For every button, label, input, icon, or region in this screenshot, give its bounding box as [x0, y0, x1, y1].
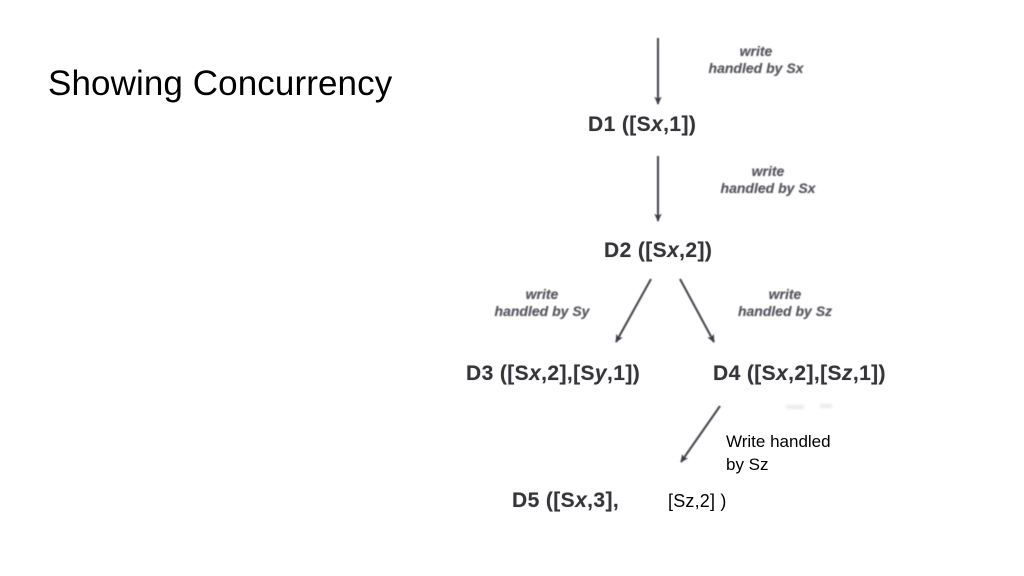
edge-label-d2-to-d4: write handled by Sz — [700, 286, 870, 320]
scan-artifact — [820, 404, 832, 408]
edge-label-line2: handled by Sx — [708, 60, 804, 76]
node-d5: D5 ([Sx,3], — [512, 489, 619, 513]
node-d3: D3 ([Sx,2],[Sy,1]) — [466, 362, 640, 386]
page-title: Showing Concurrency — [48, 64, 393, 103]
node-d5-var: x — [575, 489, 588, 512]
annotation-line2: by Sz — [726, 455, 769, 474]
node-d2-suffix: ,2]) — [679, 239, 713, 262]
edge-label-root-to-d1: write handled by Sx — [666, 43, 846, 77]
node-d2: D2 ([Sx,2]) — [604, 239, 712, 263]
edge-label-line1: write — [768, 286, 802, 302]
edge-label-line2: handled by Sz — [737, 303, 833, 319]
node-d5-prefix: D5 ([S — [512, 489, 576, 512]
edge-label-line2: handled by Sx — [720, 180, 816, 196]
node-d3-var2: y — [594, 362, 608, 385]
edge-label-line1: write — [751, 163, 785, 179]
arrow-d4-to-d5 — [680, 405, 721, 463]
annotation-write-handled-by-sz: Write handled by Sz — [726, 430, 831, 476]
node-d3-var: x — [529, 362, 542, 385]
arrow-d2-to-d4 — [679, 278, 715, 343]
edge-label-line2: handled by Sy — [494, 303, 590, 319]
node-d1: D1 ([Sx,1]) — [588, 113, 696, 137]
annotation-d5-tail: [Sz,2] ) — [668, 491, 727, 511]
node-d4-suffix: ,1]) — [852, 362, 886, 385]
scan-artifact — [786, 405, 804, 409]
edge-label-d2-to-d3: write handled by Sy — [462, 286, 622, 320]
node-d2-var: x — [667, 239, 680, 262]
node-d2-prefix: D2 ([S — [604, 239, 668, 262]
node-d3-prefix: D3 ([S — [466, 362, 530, 385]
node-d4-prefix: D4 ([S — [713, 362, 777, 385]
annotation-line1: Write handled — [726, 432, 831, 451]
node-d4-mid: ,2],[S — [788, 362, 842, 385]
edge-label-line1: write — [525, 286, 559, 302]
node-d1-suffix: ,1]) — [663, 113, 697, 136]
node-d4-var2: z — [841, 362, 853, 385]
node-d4-var: x — [776, 362, 789, 385]
edge-label-line1: write — [739, 43, 773, 59]
edge-label-d1-to-d2: write handled by Sx — [678, 163, 858, 197]
node-d4: D4 ([Sx,2],[Sz,1]) — [713, 362, 886, 386]
node-d1-var: x — [651, 113, 664, 136]
arrow-d2-to-d3 — [615, 278, 652, 343]
node-d3-suffix: ,1]) — [607, 362, 641, 385]
node-d5-suffix: ,3], — [587, 489, 620, 512]
node-d1-prefix: D1 ([S — [588, 113, 652, 136]
node-d3-mid: ,2],[S — [541, 362, 595, 385]
